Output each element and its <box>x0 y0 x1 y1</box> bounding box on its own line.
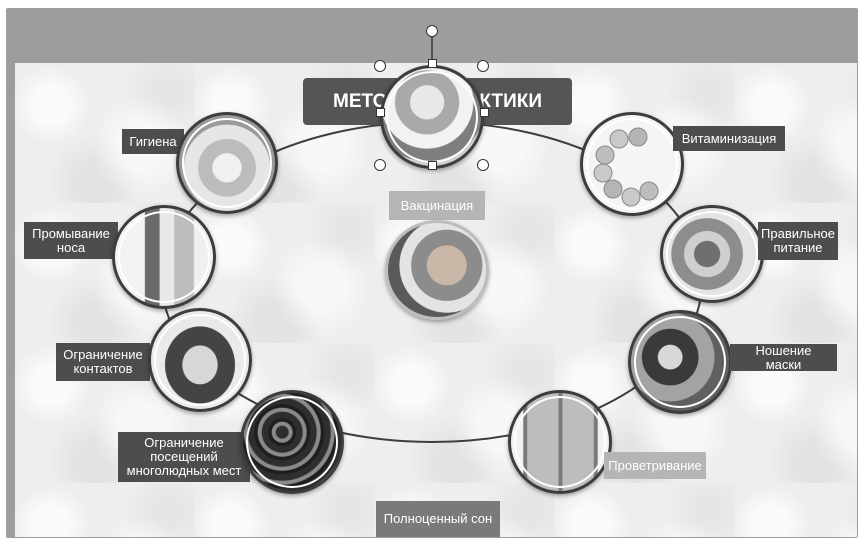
nose-spray-photo <box>112 205 216 309</box>
label-vaccination: Вакцинация <box>389 191 485 220</box>
label-mask: Ношение маски <box>730 343 837 371</box>
resize-handle-right[interactable] <box>480 108 489 117</box>
resize-handle-tl[interactable] <box>374 60 386 72</box>
title-right: КТИКИ <box>479 90 542 112</box>
sleep-photo[interactable] <box>380 65 484 169</box>
window-photo <box>508 390 612 494</box>
vaccination-photo <box>385 220 489 320</box>
handshake-photo <box>148 308 252 412</box>
vitamins-photo <box>580 112 684 216</box>
label-sleep: Полноценный сон <box>376 501 500 537</box>
resize-handle-br[interactable] <box>477 159 489 171</box>
crowd-photo <box>240 390 344 494</box>
label-contacts: Ограничение контактов <box>56 343 150 381</box>
nutrition-photo <box>660 205 764 303</box>
resize-handle-bl[interactable] <box>374 159 386 171</box>
label-nose: Промывание носа <box>24 222 118 259</box>
hygiene-photo <box>176 112 278 214</box>
resize-handle-bottom[interactable] <box>428 161 437 170</box>
label-airing: Проветривание <box>604 452 706 479</box>
label-crowds: Ограничение посещений многолюдных мест <box>118 432 250 482</box>
resize-handle-tr[interactable] <box>477 60 489 72</box>
mask-photo <box>628 310 732 414</box>
label-hygiene: Гигиена <box>122 129 184 154</box>
resize-handle-left[interactable] <box>376 108 385 117</box>
label-vitamins: Витаминизация <box>673 126 785 151</box>
rotate-handle[interactable] <box>426 25 438 37</box>
resize-handle-top[interactable] <box>428 59 437 68</box>
label-nutrition: Правильное питание <box>758 222 838 260</box>
